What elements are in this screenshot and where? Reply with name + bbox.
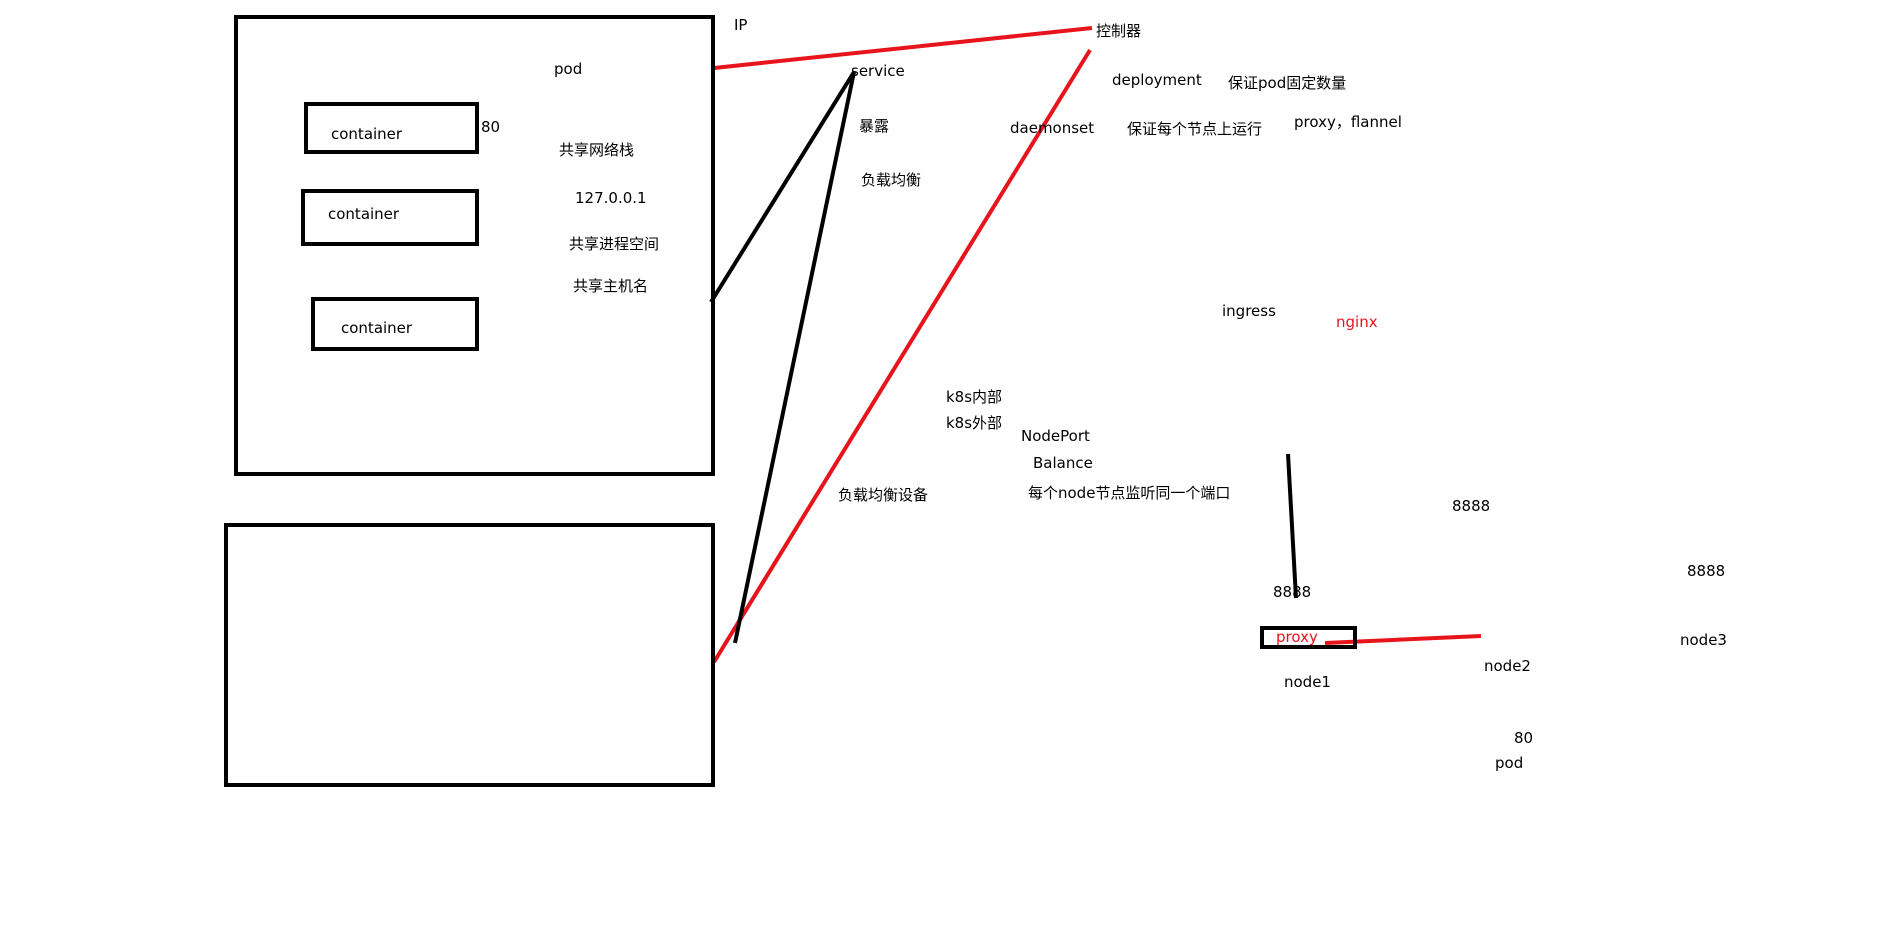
deployment-desc: 保证pod固定数量: [1228, 74, 1347, 92]
black-line-service-to-lower-box: [733, 71, 856, 644]
pod-box: [234, 15, 715, 476]
port-8888-node2: 8888: [1452, 497, 1491, 515]
port-8888-node3: 8888: [1687, 562, 1726, 580]
container-label-3: container: [341, 319, 413, 337]
pod-note-shared-hostname: 共享主机名: [573, 277, 649, 295]
container-box-2: [301, 189, 479, 246]
load-balance-label: 负载均衡: [861, 171, 922, 189]
pod-note-shared-network: 共享网络栈: [559, 141, 635, 159]
node3-label: node3: [1680, 631, 1727, 649]
pod-note-localhost: 127.0.0.1: [575, 189, 647, 207]
pod-title: pod: [554, 60, 583, 78]
k8s-internal-label: k8s内部: [946, 388, 1003, 406]
container-box-1: [304, 102, 479, 154]
nodeport-desc: 每个node节点监听同一个端口: [1028, 484, 1231, 502]
ip-label: IP: [734, 16, 748, 34]
nodeport-label: NodePort: [1021, 427, 1090, 445]
red-line-controller-to-lower-box: [712, 48, 1092, 664]
controller-label: 控制器: [1096, 22, 1142, 40]
red-line-proxy-to-node2: [1324, 634, 1482, 645]
expose-label: 暴露: [859, 117, 890, 135]
service-label: service: [851, 62, 905, 80]
red-line-pod-to-controller: [713, 26, 1093, 70]
node1-label: node1: [1284, 673, 1331, 691]
port-80-label: 80: [1514, 729, 1534, 747]
nginx-label: nginx: [1336, 313, 1378, 331]
container-port-label: 80: [481, 118, 501, 136]
proxy-box: [1260, 626, 1357, 649]
proxy-label: proxy: [1276, 628, 1318, 646]
container-box-3: [311, 297, 479, 351]
daemonset-examples: proxy，flannel: [1294, 113, 1402, 131]
black-line-pod-to-service: [709, 70, 856, 304]
container-label-1: container: [331, 125, 403, 143]
deployment-label: deployment: [1112, 71, 1202, 89]
ingress-label: ingress: [1222, 302, 1276, 320]
balance-label: Balance: [1033, 454, 1093, 472]
daemonset-label: daemonset: [1010, 119, 1095, 137]
daemonset-desc: 保证每个节点上运行: [1127, 120, 1263, 138]
container-label-2: container: [328, 205, 400, 223]
k8s-external-label: k8s外部: [946, 414, 1003, 432]
pod-note-shared-process: 共享进程空间: [569, 235, 660, 253]
lower-pod-box: [224, 523, 715, 787]
port-8888-node1: 8888: [1273, 583, 1312, 601]
node2-label: node2: [1484, 657, 1531, 675]
lb-device-label: 负载均衡设备: [838, 486, 929, 504]
black-line-to-proxy: [1286, 453, 1298, 599]
pod-bottom-label: pod: [1495, 754, 1524, 772]
